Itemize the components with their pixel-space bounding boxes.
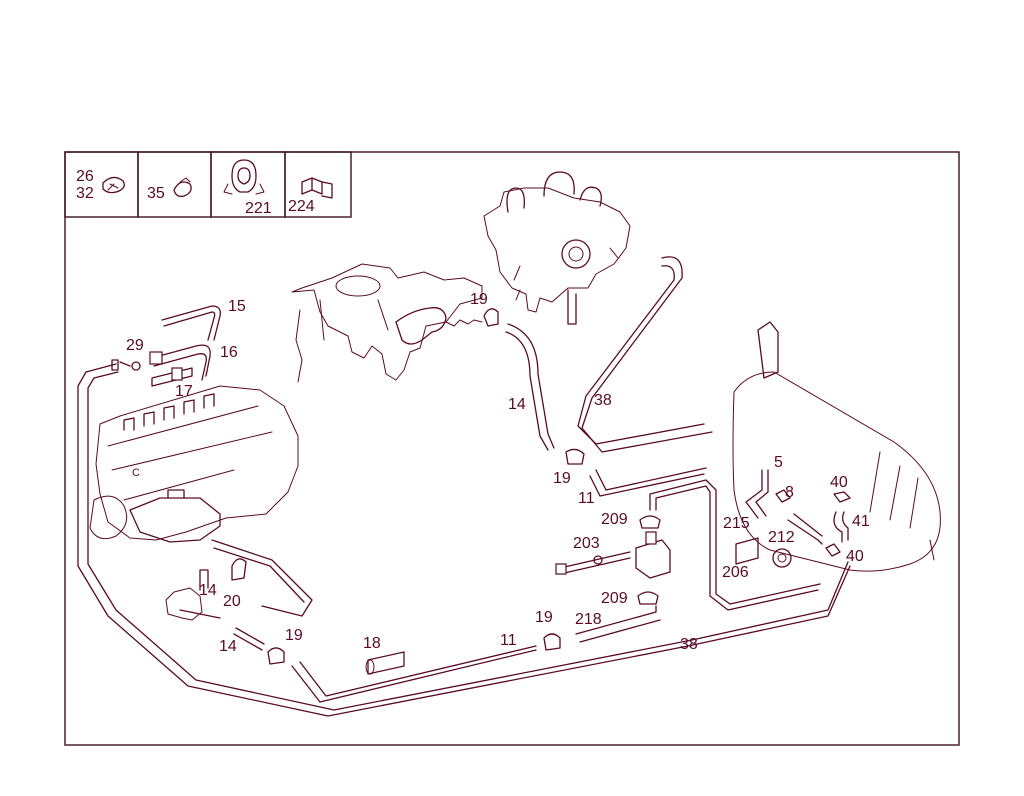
svg-text:C: C (132, 467, 140, 479)
callout-38-upper: 38 (594, 392, 612, 409)
clamp-19-top (483, 308, 499, 327)
callout-14-center: 14 (508, 396, 526, 413)
legend-label-32: 32 (76, 185, 94, 202)
callout-15: 15 (228, 298, 246, 315)
fuel-lines (77, 256, 851, 717)
callout-11-lower: 11 (500, 632, 517, 649)
callout-40-bottom: 40 (846, 548, 864, 565)
callout-14-left: 14 (199, 582, 217, 599)
legend-label-221: 221 (245, 200, 272, 217)
legend-label-26: 26 (76, 168, 94, 185)
legend-box: 26 32 35 221 224 (64, 151, 352, 218)
hose-15 (161, 305, 221, 341)
callout-labels: 15 16 17 29 19 14 38 19 11 5 8 40 41 40 … (126, 291, 870, 655)
callout-14-lower: 14 (219, 638, 237, 655)
connector-16 (149, 344, 211, 381)
callout-16: 16 (220, 344, 238, 361)
clamp-40-top (833, 491, 851, 503)
clamp-40-bottom (825, 543, 841, 557)
connector-17 (151, 367, 193, 387)
callout-18: 18 (363, 635, 381, 652)
clamp-8 (775, 489, 791, 503)
callout-19-top: 19 (470, 291, 488, 308)
callout-218: 218 (575, 611, 602, 628)
diagram-frame (64, 151, 960, 746)
callout-11-upper: 11 (578, 490, 595, 507)
callout-19-lower-right: 19 (535, 609, 553, 626)
callout-215: 215 (723, 515, 750, 532)
hose-clamp-icon (102, 176, 125, 194)
callout-41: 41 (852, 513, 870, 530)
bracket-215-206 (735, 537, 759, 565)
callout-40-top: 40 (830, 474, 848, 491)
clamp-19-lower-left (267, 647, 285, 665)
holder-clip-icon (223, 159, 265, 195)
callout-212: 212 (768, 529, 795, 546)
callout-38-lower: 38 (680, 636, 698, 653)
callout-209-bottom: 209 (601, 590, 628, 607)
callout-17: 17 (175, 383, 193, 400)
clamp-209-top (639, 515, 661, 529)
pump-assembly (483, 171, 631, 325)
callout-19-lower-left: 19 (285, 627, 303, 644)
clamp-19-lower-right (543, 633, 561, 651)
legend-label-224: 224 (288, 198, 315, 215)
clamp-29 (111, 359, 141, 371)
fitting-assembly-left (165, 558, 247, 621)
clip-icon (173, 177, 192, 198)
injection-pump: C (89, 385, 299, 543)
callout-209-top: 209 (601, 511, 628, 528)
legend-label-35: 35 (147, 185, 165, 202)
engine-block (291, 263, 483, 383)
callout-19-mid: 19 (553, 470, 571, 487)
hose-14-lower (233, 627, 265, 651)
clamp-19-mid (565, 448, 585, 465)
callout-8: 8 (785, 484, 794, 501)
bracket-clip-icon (301, 177, 333, 199)
callout-206: 206 (722, 564, 749, 581)
fuel-filter-203 (555, 531, 671, 579)
sleeve-18 (365, 651, 405, 675)
callout-5: 5 (774, 454, 783, 471)
callout-203: 203 (573, 535, 600, 552)
callout-20: 20 (223, 593, 241, 610)
fuel-tank (732, 321, 941, 572)
nut-212 (772, 548, 792, 568)
clamp-209-bottom (637, 591, 659, 605)
callout-29: 29 (126, 337, 144, 354)
